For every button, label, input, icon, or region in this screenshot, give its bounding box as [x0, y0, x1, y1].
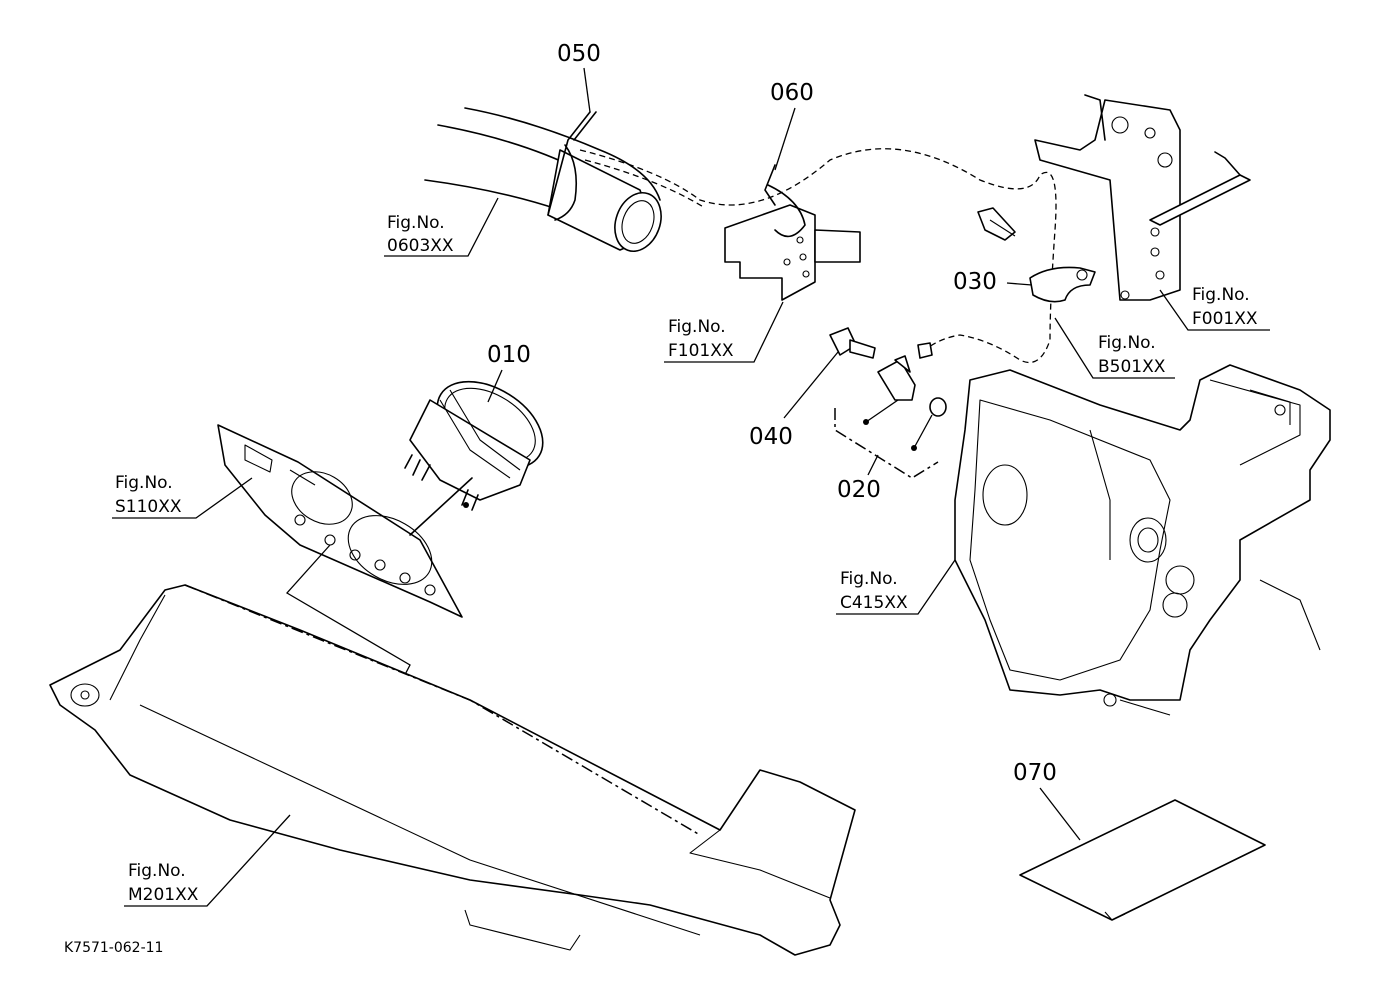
part-number-020[interactable]: 020 — [837, 477, 881, 503]
fig-ref-code[interactable]: M201XX — [128, 885, 199, 905]
transmission-housing-drawing — [954, 364, 1331, 716]
fig-ref-label: Fig.No. — [668, 317, 726, 337]
fig-ref-code[interactable]: F101XX — [668, 341, 734, 361]
fig-ref-label: Fig.No. — [128, 861, 186, 881]
fig-ref-code[interactable]: C415XX — [840, 593, 908, 613]
fig-ref-f101xx[interactable]: Fig.No. F101XX — [664, 301, 784, 363]
fig-ref-label: Fig.No. — [1098, 333, 1156, 353]
sensor-020-drawing — [834, 342, 947, 479]
part-number-010[interactable]: 010 — [487, 342, 531, 368]
clamp-030-drawing — [977, 207, 1096, 303]
dashboard-cowl-drawing — [49, 584, 856, 956]
fig-ref-m201xx[interactable]: Fig.No. M201XX — [124, 814, 291, 907]
part-label-040[interactable]: 040 — [749, 351, 839, 450]
cable-tie-050 — [547, 111, 597, 221]
radiator-hose-drawing — [424, 107, 662, 252]
gauge-010-drawing — [404, 380, 544, 511]
fig-ref-code[interactable]: S110XX — [115, 497, 182, 517]
part-number-060[interactable]: 060 — [770, 80, 814, 106]
fig-ref-label: Fig.No. — [115, 473, 173, 493]
bracket-060-drawing — [724, 164, 861, 301]
fig-ref-label: Fig.No. — [387, 213, 445, 233]
sensor-wire-drawing — [579, 148, 1057, 364]
screw-040-drawing — [829, 327, 876, 359]
diagram-code: K7571-062-11 — [64, 940, 163, 956]
part-label-050[interactable]: 050 — [557, 41, 601, 113]
fig-ref-0603xx[interactable]: Fig.No. 0603XX — [384, 197, 499, 257]
fig-ref-f001xx[interactable]: Fig.No. F001XX — [1159, 285, 1270, 331]
fig-ref-label: Fig.No. — [840, 569, 898, 589]
part-label-030[interactable]: 030 — [953, 269, 1033, 295]
part-number-030[interactable]: 030 — [953, 269, 997, 295]
fig-ref-code[interactable]: 0603XX — [387, 236, 454, 256]
fig-ref-code[interactable]: B501XX — [1098, 357, 1166, 377]
fig-ref-s110xx[interactable]: Fig.No. S110XX — [112, 473, 253, 519]
part-number-070[interactable]: 070 — [1013, 760, 1057, 786]
part-label-070[interactable]: 070 — [1013, 760, 1081, 841]
frame-bracket-drawing — [1034, 94, 1251, 301]
fig-ref-label: Fig.No. — [1192, 285, 1250, 305]
part-number-050[interactable]: 050 — [557, 41, 601, 67]
part-number-040[interactable]: 040 — [749, 424, 793, 450]
fig-ref-b501xx[interactable]: Fig.No. B501XX — [1054, 317, 1175, 379]
part-label-020[interactable]: 020 — [837, 454, 881, 503]
fig-ref-c415xx[interactable]: Fig.No. C415XX — [836, 559, 956, 615]
part-label-010[interactable]: 010 — [487, 342, 531, 403]
fig-ref-code[interactable]: F001XX — [1192, 309, 1258, 329]
part-label-060[interactable]: 060 — [770, 80, 814, 171]
decal-070-drawing — [1019, 799, 1266, 921]
